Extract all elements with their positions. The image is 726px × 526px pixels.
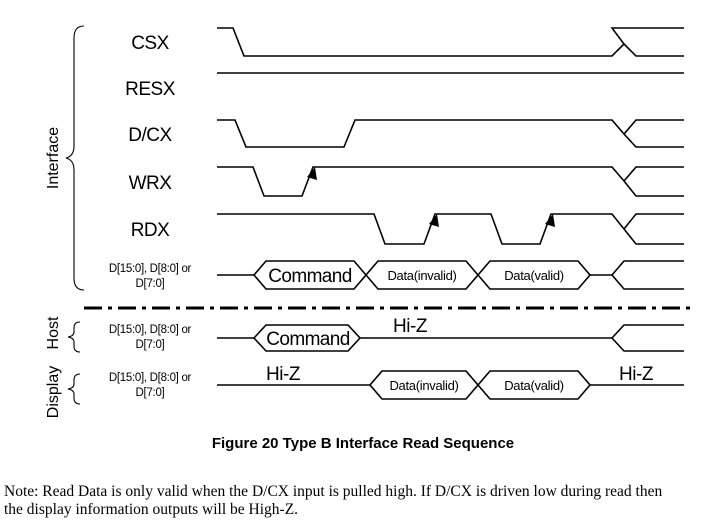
note-text: Note: Read Data is only valid when the D… [4, 483, 724, 519]
rdx-rising-arrow-1 [429, 214, 439, 227]
signal-label-resx: RESX [125, 79, 176, 100]
waveform-wrx-x [623, 166, 684, 182]
waveform-dcx-x [623, 119, 684, 135]
display-bus-text-data-invalid: Data(invalid) [389, 378, 458, 393]
bus-label-display-line1: D[15:0], D[8:0] or [109, 372, 192, 384]
waveform-host-bus-end [611, 324, 684, 352]
wrx-rising-arrow [307, 167, 317, 180]
signal-label-wrx: WRX [129, 173, 173, 194]
figure-caption: Figure 20 Type B Interface Read Sequence [212, 435, 514, 452]
waveform-wrx [217, 166, 684, 197]
rdx-rising-arrow-2 [545, 214, 555, 227]
brace-host [67, 321, 81, 353]
bus-label-interface-line2: D[7:0] [136, 278, 165, 290]
bus-text-command: Command [268, 266, 351, 287]
waveform-interface-bus-end [611, 260, 684, 290]
bus-text-data-valid: Data(valid) [504, 268, 564, 283]
waveform-dcx [217, 119, 684, 148]
signal-label-rdx: RDX [131, 220, 170, 241]
group-label-interface: Interface [45, 127, 62, 189]
brace-display [67, 373, 81, 405]
group-label-host: Host [45, 316, 62, 349]
note-line-1: Note: Read Data is only valid when the D… [4, 483, 663, 500]
display-bus-text-data-valid: Data(valid) [504, 378, 564, 393]
bus-label-display-line2: D[7:0] [136, 387, 165, 399]
waveform-rdx [217, 213, 684, 245]
signal-label-dcx: D/CX [128, 125, 172, 146]
note-line-2: the display information outputs will be … [4, 501, 299, 518]
signal-label-csx: CSX [131, 33, 169, 54]
host-bus-text-command: Command [266, 329, 349, 350]
display-hiz-label-right: Hi-Z [619, 364, 654, 385]
bus-text-data-invalid: Data(invalid) [387, 268, 456, 283]
waveform-csx-low-end [623, 43, 684, 57]
bus-label-interface-line1: D[15:0], D[8:0] or [109, 263, 192, 275]
brace-interface [65, 25, 85, 291]
group-label-display: Display [45, 366, 62, 418]
host-hiz-label: Hi-Z [393, 316, 428, 337]
bus-label-host-line1: D[15:0], D[8:0] or [109, 324, 192, 336]
waveform-rdx-x [623, 213, 684, 230]
waveform-csx [217, 27, 684, 57]
bus-label-host-line2: D[7:0] [136, 339, 165, 351]
display-hiz-label-left: Hi-Z [266, 364, 301, 385]
